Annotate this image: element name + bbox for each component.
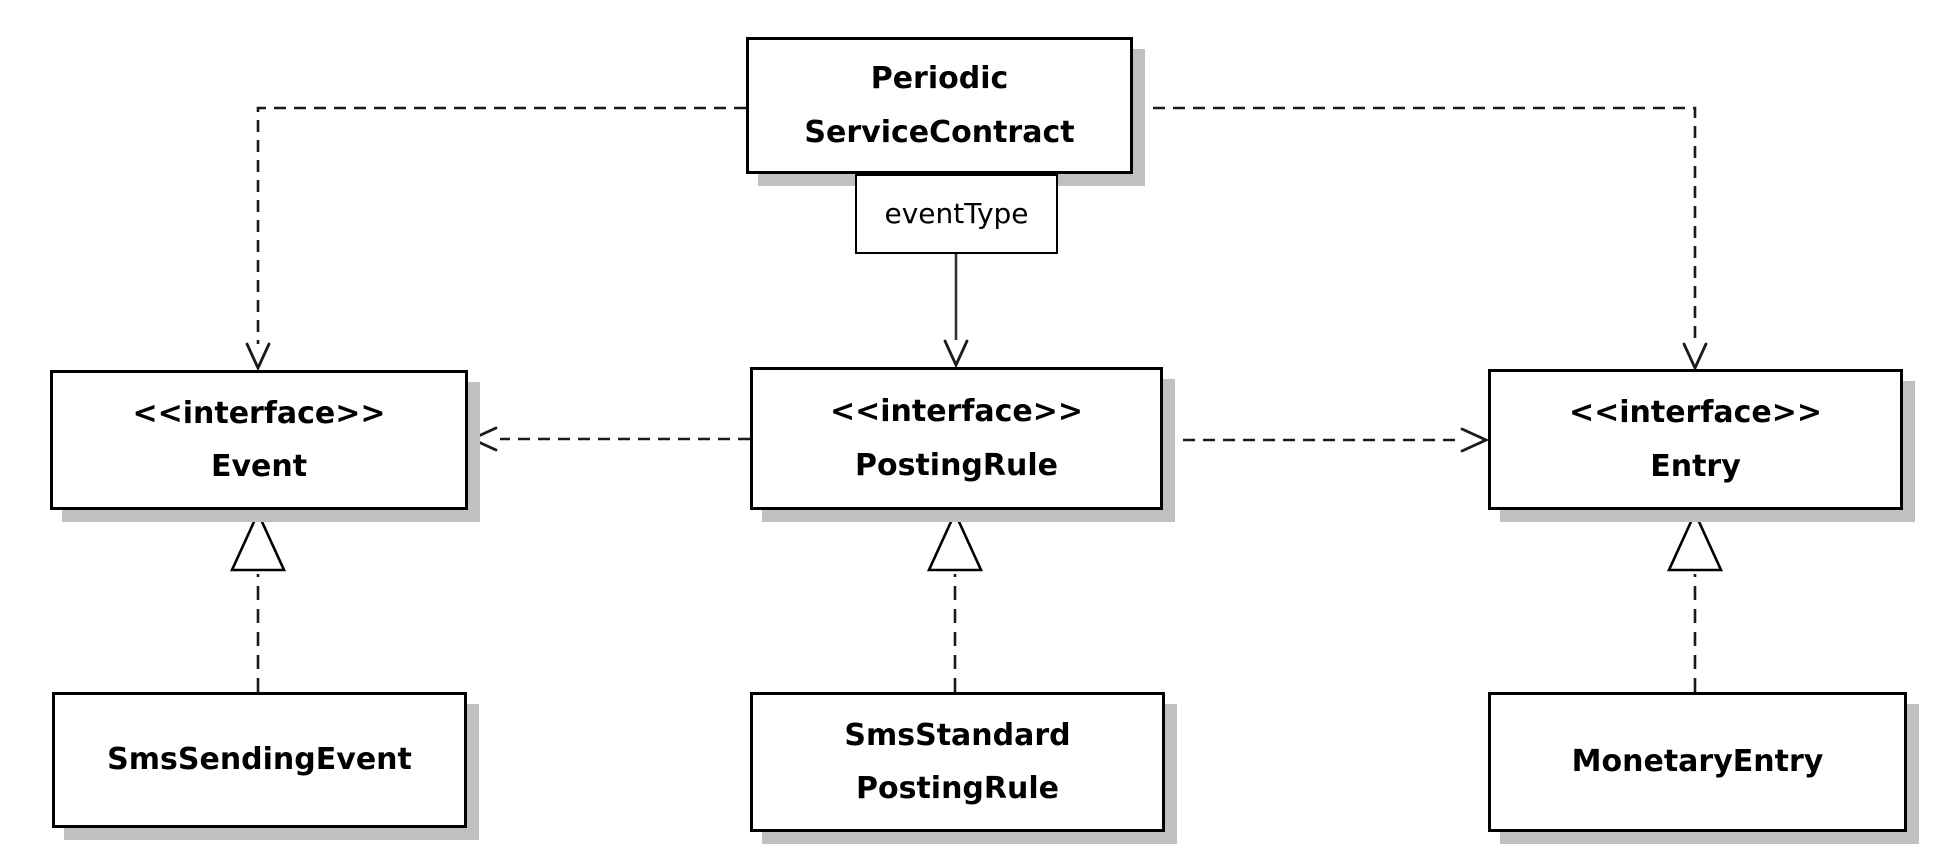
class-name-line: PostingRule [855,447,1058,483]
class-name-line: Periodic [870,61,1009,97]
open-arrowhead-down-icon [1682,342,1708,372]
open-arrowhead-right-icon [1460,427,1490,453]
stereotype-line: <<interface>> [829,394,1084,430]
attribute-name-line: eventType [884,197,1029,231]
class-name-line: Event [210,449,308,484]
class-name-line: MonetaryEntry [1571,744,1824,780]
hollow-triangle-icon [1666,509,1724,572]
stereotype-line: <<interface>> [1568,395,1823,431]
interface-node-entry: <<interface>> Entry [1488,369,1903,510]
attribute-node-event-type: eventType [855,174,1058,254]
class-node-monetary-entry: MonetaryEntry [1488,692,1907,832]
open-arrowhead-down-icon [245,342,271,372]
dependency-line [256,106,746,344]
class-name-line: PostingRule [856,771,1059,806]
interface-node-posting-rule: <<interface>> PostingRule [750,367,1163,510]
open-arrowhead-left-icon [468,426,498,452]
open-arrowhead-down-icon [943,339,969,369]
class-name-line: SmsSendingEvent [107,742,412,778]
stereotype-line: <<interface>> [132,395,386,431]
edge-postingrule-to-event [468,426,750,452]
class-node-sms-standard-posting-rule: SmsStandard PostingRule [750,692,1165,832]
class-node-sms-sending-event: SmsSendingEvent [52,692,467,828]
edge-eventtype-to-postingrule [943,250,969,369]
edge-periodic-to-entry [1133,106,1708,372]
edge-postingrule-to-entry [1163,427,1490,453]
class-name-line: Entry [1650,448,1741,484]
class-name-line: SmsStandard [844,717,1071,753]
edge-periodic-to-event [245,106,746,372]
edge-smsstandardpostingrule-realizes-postingrule [926,509,984,692]
interface-node-event: <<interface>> Event [50,370,468,510]
class-name-line: ServiceContract [804,114,1075,150]
hollow-triangle-icon [926,509,984,572]
dependency-line [1133,106,1697,344]
edge-monetaryentry-realizes-entry [1666,509,1724,692]
class-node-periodic-service-contract: Periodic ServiceContract [746,37,1133,174]
hollow-triangle-icon [229,509,287,572]
edge-smssendingevent-realizes-event [229,509,287,692]
